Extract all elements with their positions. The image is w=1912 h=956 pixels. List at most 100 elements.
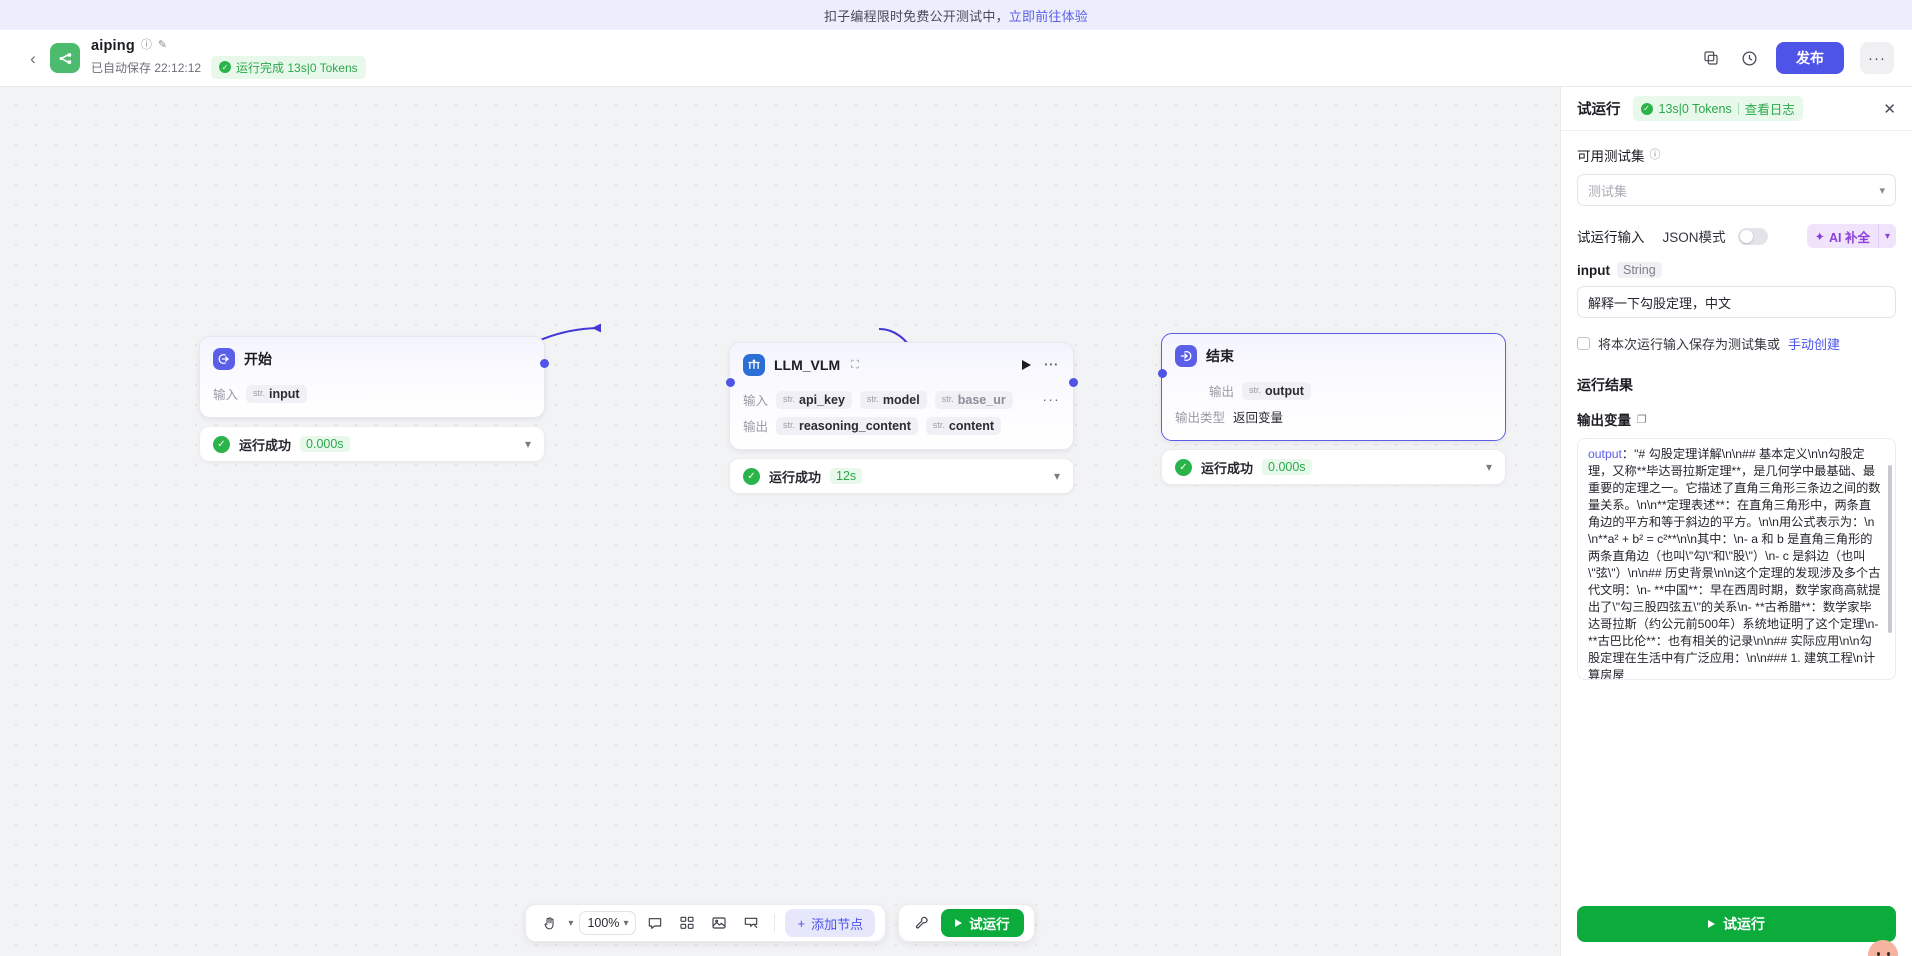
image-icon[interactable] — [706, 910, 732, 936]
json-mode-label: JSON模式 — [1662, 230, 1726, 245]
canvas-toolbar: ▾ 100% ▾ — [0, 904, 1560, 942]
dataset-label-text: 可用测试集 — [1577, 149, 1645, 164]
node-row: 输出类型 返回变量 — [1175, 405, 1492, 428]
dataset-select[interactable]: 测试集 ▾ — [1577, 174, 1896, 206]
close-icon[interactable]: ✕ — [1883, 100, 1896, 118]
publish-button[interactable]: 发布 — [1776, 42, 1844, 74]
info-icon[interactable]: ⓘ — [1649, 148, 1661, 161]
node-llm-card[interactable]: LLM_VLM ⛶ ⋯ 输入 str. api_key — [725, 342, 1078, 450]
output-scrollbar[interactable] — [1888, 465, 1892, 633]
variable-chip[interactable]: str. model — [859, 390, 927, 409]
node-port-left[interactable] — [1157, 369, 1167, 378]
store-icon[interactable]: ⛶ — [851, 358, 859, 371]
promo-link[interactable]: 立即前往体验 — [1008, 8, 1088, 24]
node-start-status[interactable]: ✓ 运行成功 0.000s ▾ — [199, 426, 545, 462]
end-icon — [1175, 345, 1197, 367]
variable-chip[interactable]: str. output — [1242, 381, 1311, 400]
workflow-canvas[interactable]: 开始 输入 str. input ✓ 运行成功 0.000s — [0, 87, 1560, 956]
status-text: 运行成功 — [1201, 460, 1254, 476]
node-llm-status[interactable]: ✓ 运行成功 12s ▾ — [729, 458, 1074, 494]
run-status-text: 运行完成 13s|0 Tokens — [236, 60, 358, 75]
row-overflow-icon[interactable]: ··· — [1042, 391, 1060, 407]
add-node-label: 添加节点 — [811, 916, 864, 932]
chip-name: base_ur — [957, 392, 1006, 407]
node-end-rows: 输出 str. output 输出类型 返回变量 — [1162, 379, 1505, 440]
view-logs-link[interactable]: 查看日志 — [1744, 103, 1795, 117]
edge-arrow-1 — [592, 323, 601, 333]
output-value-box[interactable]: output："# 勾股定理详解\n\n## 基本定义\n\n勾股定理，又称**… — [1577, 438, 1896, 680]
panel-header: 试运行 ✓ 13s|0 Tokens 查看日志 ✕ — [1561, 87, 1912, 131]
node-port-right[interactable] — [539, 359, 549, 368]
sparkle-icon: ✦ — [1814, 229, 1825, 244]
panel-body: 可用测试集 ⓘ 测试集 ▾ 试运行输入 JSON模式 ✦ AI 补全 ▾ — [1561, 131, 1912, 680]
copy-icon[interactable]: ❐ — [1637, 413, 1647, 426]
panel-footer: 试运行 — [1561, 894, 1912, 956]
input-value-field[interactable] — [1577, 286, 1896, 318]
app-logo-icon — [50, 43, 80, 73]
json-mode-toggle[interactable] — [1737, 227, 1768, 245]
plus-icon: + — [797, 915, 806, 931]
variable-chip[interactable]: str. input — [246, 384, 307, 403]
try-run-button[interactable]: 试运行 — [941, 909, 1024, 937]
info-icon[interactable]: ⓘ — [140, 39, 152, 51]
node-end-status[interactable]: ✓ 运行成功 0.000s ▾ — [1161, 449, 1506, 485]
node-port-right[interactable] — [1068, 378, 1078, 387]
node-llm[interactable]: LLM_VLM ⛶ ⋯ 输入 str. api_key — [725, 342, 1078, 494]
cursor-dropdown-chevron-icon[interactable]: ▾ — [568, 917, 574, 929]
node-port-left[interactable] — [725, 378, 735, 387]
check-circle-icon: ✓ — [1640, 102, 1653, 115]
history-icon[interactable] — [1738, 47, 1760, 69]
layout-grid-icon[interactable] — [674, 910, 700, 936]
chip-type: str. — [866, 393, 879, 404]
toolbar-run: 试运行 — [898, 904, 1035, 942]
chevron-down-icon[interactable]: ▾ — [1877, 224, 1896, 248]
node-end-title: 结束 — [1206, 348, 1234, 364]
chevron-down-icon: ▾ — [623, 917, 629, 929]
variable-chip[interactable]: str. api_key — [776, 390, 852, 409]
play-icon[interactable] — [1021, 360, 1031, 370]
chevron-down-icon[interactable]: ▾ — [1485, 460, 1492, 474]
check-circle-icon: ✓ — [219, 61, 232, 73]
chevron-left-icon[interactable]: ‹ — [30, 48, 36, 68]
panel-token-badge: ✓ 13s|0 Tokens 查看日志 — [1632, 96, 1803, 121]
node-end-card[interactable]: 结束 输出 str. output 输出类型 返回变量 — [1157, 333, 1506, 441]
output-key: output — [1588, 447, 1622, 461]
save-dataset-checkbox[interactable] — [1577, 337, 1590, 350]
status-duration: 0.000s — [1262, 459, 1312, 475]
ai-complete-button[interactable]: ✦ AI 补全 ▾ — [1806, 224, 1896, 248]
row-value: 返回变量 — [1233, 411, 1284, 425]
add-node-button[interactable]: + 添加节点 — [785, 909, 876, 937]
wrench-icon[interactable] — [909, 910, 935, 936]
manual-create-link[interactable]: 手动创建 — [1788, 337, 1841, 352]
header-more-button[interactable]: ··· — [1860, 42, 1894, 74]
node-row: 输出 str. reasoning_content str. content — [743, 414, 1060, 437]
ai-complete-label: AI 补全 — [1828, 230, 1870, 245]
variable-chip[interactable]: str. reasoning_content — [776, 416, 918, 435]
ai-complete-main[interactable]: ✦ AI 补全 — [1807, 227, 1878, 246]
cursor-hand-icon[interactable] — [536, 910, 562, 936]
chip-type: str. — [1249, 384, 1262, 395]
variable-chip[interactable]: str. content — [925, 416, 1002, 435]
output-var-label: 输出变量 — [1577, 413, 1631, 428]
variable-chip[interactable]: str. base_ur — [934, 390, 1013, 409]
play-icon — [1708, 920, 1715, 928]
note-icon[interactable] — [738, 910, 764, 936]
more-dots-icon[interactable]: ⋯ — [1043, 356, 1060, 373]
page-title: aiping — [91, 37, 135, 54]
comment-icon[interactable] — [642, 910, 668, 936]
node-start[interactable]: 开始 输入 str. input ✓ 运行成功 0.000s — [199, 336, 549, 462]
chip-name: content — [948, 418, 995, 433]
chevron-down-icon[interactable]: ▾ — [524, 437, 531, 451]
duplicate-icon[interactable] — [1700, 47, 1722, 69]
chevron-down-icon[interactable]: ▾ — [1053, 469, 1060, 483]
run-status-badge: ✓ 运行完成 13s|0 Tokens — [211, 55, 366, 79]
zoom-selector[interactable]: 100% ▾ — [579, 911, 637, 935]
chip-type: str. — [932, 419, 945, 430]
panel-try-run-button[interactable]: 试运行 — [1577, 906, 1896, 942]
node-end[interactable]: 结束 输出 str. output 输出类型 返回变量 — [1157, 333, 1506, 485]
node-start-card[interactable]: 开始 输入 str. input — [199, 336, 549, 418]
variable-name: input — [1577, 262, 1610, 278]
edit-icon[interactable]: ✎ — [157, 39, 168, 51]
avatar[interactable] — [1868, 940, 1898, 956]
